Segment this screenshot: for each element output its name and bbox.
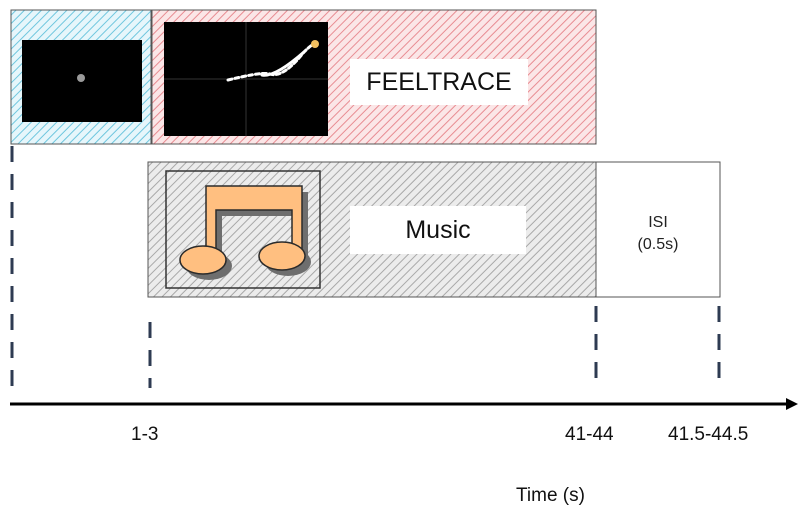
tick-label-3: 41.5-44.5 bbox=[668, 424, 749, 445]
feeltrace-cursor-icon bbox=[311, 40, 319, 48]
isi-label-text: ISI bbox=[648, 214, 668, 231]
music-label-text: Music bbox=[405, 215, 471, 244]
feeltrace-trace bbox=[226, 42, 317, 82]
music-label: Music bbox=[350, 206, 526, 254]
isi-duration-text: (0.5s) bbox=[637, 236, 679, 253]
feeltrace-label-text: FEELTRACE bbox=[366, 67, 512, 96]
axis-arrow-icon bbox=[786, 398, 798, 410]
tick-label-2: 41-44 bbox=[565, 424, 614, 445]
isi-panel bbox=[595, 161, 721, 298]
feeltrace-label: FEELTRACE bbox=[350, 59, 528, 105]
isi-label: ISI (0.5s) bbox=[596, 212, 720, 256]
tick-label-1: 1-3 bbox=[131, 424, 159, 445]
fixation-dot-icon bbox=[77, 74, 85, 82]
axis-label: Time (s) bbox=[516, 485, 585, 506]
